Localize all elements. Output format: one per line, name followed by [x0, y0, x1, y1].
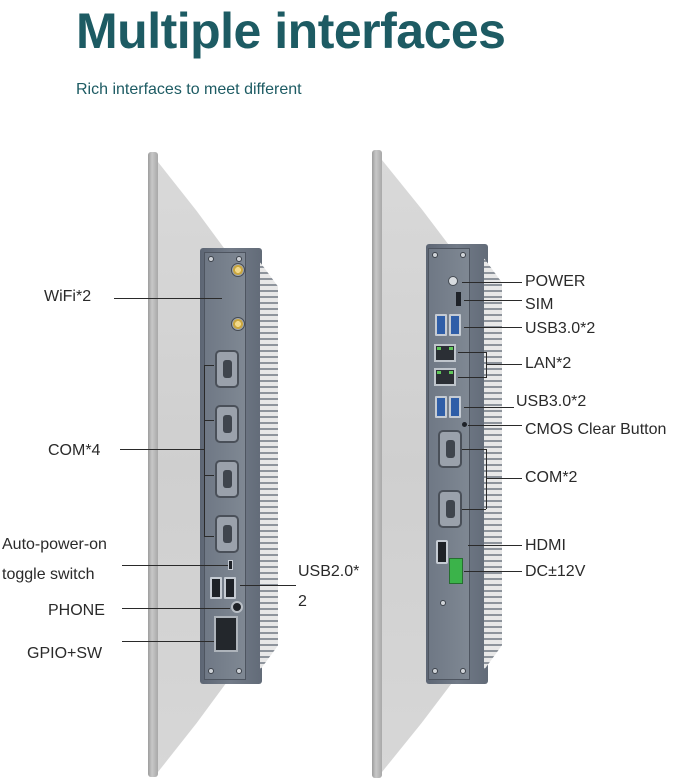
label-com4: COM*4 — [48, 442, 101, 459]
phone-jack-icon — [231, 601, 243, 613]
leader-tick-lan — [458, 352, 486, 353]
left-panel-bezel-edge — [148, 152, 158, 777]
label-wifi: WiFi*2 — [44, 288, 92, 305]
left-panel-side — [158, 162, 228, 772]
leader-line-com2 — [486, 478, 522, 479]
cmos-clear-button-icon — [462, 422, 467, 427]
label-usb20-line2: 2 — [298, 593, 307, 610]
right-panel-side — [382, 160, 454, 772]
dc-power-connector-icon — [449, 558, 463, 584]
screw-icon — [460, 668, 466, 674]
com-port-icon — [438, 490, 462, 528]
label-com2: COM*2 — [525, 469, 578, 486]
label-auto-power-line2: toggle switch — [2, 566, 95, 583]
leader-line-usb20 — [240, 585, 296, 586]
left-box-chassis — [200, 248, 262, 684]
leader-tick-com4 — [204, 536, 214, 537]
usb3-port-icon — [449, 314, 461, 336]
left-io-panel — [204, 252, 246, 680]
label-cmos-clear: CMOS Clear Button — [525, 421, 667, 438]
leader-tick-lan — [458, 377, 486, 378]
label-usb20-line1: USB2.0* — [298, 563, 360, 580]
screw-icon — [236, 256, 242, 262]
leader-tick-com4 — [204, 365, 214, 366]
leader-bracket-com4 — [204, 365, 205, 537]
leader-line-phone — [122, 608, 230, 609]
leader-bracket-com2 — [486, 449, 487, 509]
leader-line-power — [462, 282, 522, 283]
label-dc: DC±12V — [525, 563, 586, 580]
com-port-icon — [215, 460, 239, 498]
left-heatsink-fins — [260, 262, 278, 670]
screw-icon — [432, 252, 438, 258]
screw-icon — [460, 252, 466, 258]
leader-line-hdmi — [468, 545, 522, 546]
leader-line-dc — [464, 571, 522, 572]
usb3-port-icon — [435, 314, 447, 336]
label-gpio: GPIO+SW — [27, 645, 103, 662]
sim-slot-icon — [456, 292, 461, 306]
leader-line-usb30-top — [464, 327, 522, 328]
right-box-chassis — [426, 244, 488, 684]
leader-bracket-lan — [486, 352, 487, 378]
hdmi-port-icon — [436, 540, 448, 564]
leader-tick-com4 — [204, 420, 214, 421]
label-usb30-top: USB3.0*2 — [525, 320, 596, 337]
label-phone: PHONE — [48, 602, 105, 619]
screw-icon — [236, 668, 242, 674]
com-port-icon — [215, 350, 239, 388]
screw-icon — [208, 668, 214, 674]
usb3-port-icon — [449, 396, 461, 418]
usb2-port-icon — [210, 577, 222, 599]
leader-line-cmos-clear — [468, 425, 522, 426]
ground-screw-icon — [440, 600, 446, 606]
label-power: POWER — [525, 273, 586, 290]
lan-port-icon — [434, 344, 456, 362]
com-port-icon — [215, 405, 239, 443]
com-port-icon — [438, 430, 462, 468]
label-sim: SIM — [525, 296, 554, 313]
label-lan: LAN*2 — [525, 355, 572, 372]
leader-line-auto-power — [122, 565, 228, 566]
leader-line-usb30-bottom — [464, 407, 514, 408]
lan-port-icon — [434, 368, 456, 386]
leader-line-com4 — [120, 449, 204, 450]
leader-line-gpio — [122, 641, 214, 642]
label-auto-power-line1: Auto-power-on — [2, 536, 107, 553]
power-button-icon — [448, 276, 458, 286]
wifi-antenna-port-icon — [231, 263, 245, 277]
wifi-antenna-port-icon — [231, 317, 245, 331]
leader-line-sim — [464, 300, 522, 301]
page-title: Multiple interfaces — [76, 3, 506, 59]
leader-tick-com2 — [462, 509, 486, 510]
gpio-terminal-icon — [214, 616, 238, 652]
leader-tick-com2 — [462, 449, 486, 450]
label-hdmi: HDMI — [525, 537, 566, 554]
page-subtitle: Rich interfaces to meet different — [76, 81, 302, 98]
leader-line-lan — [486, 364, 522, 365]
screw-icon — [208, 256, 214, 262]
com-port-icon — [215, 515, 239, 553]
usb2-port-icon — [224, 577, 236, 599]
right-io-panel — [428, 248, 470, 680]
label-usb30-bottom: USB3.0*2 — [516, 393, 587, 410]
toggle-switch-icon — [228, 560, 233, 570]
right-panel-bezel-edge — [372, 150, 382, 778]
usb3-port-icon — [435, 396, 447, 418]
leader-line-wifi — [114, 298, 222, 299]
leader-tick-com4 — [204, 475, 214, 476]
screw-icon — [432, 668, 438, 674]
